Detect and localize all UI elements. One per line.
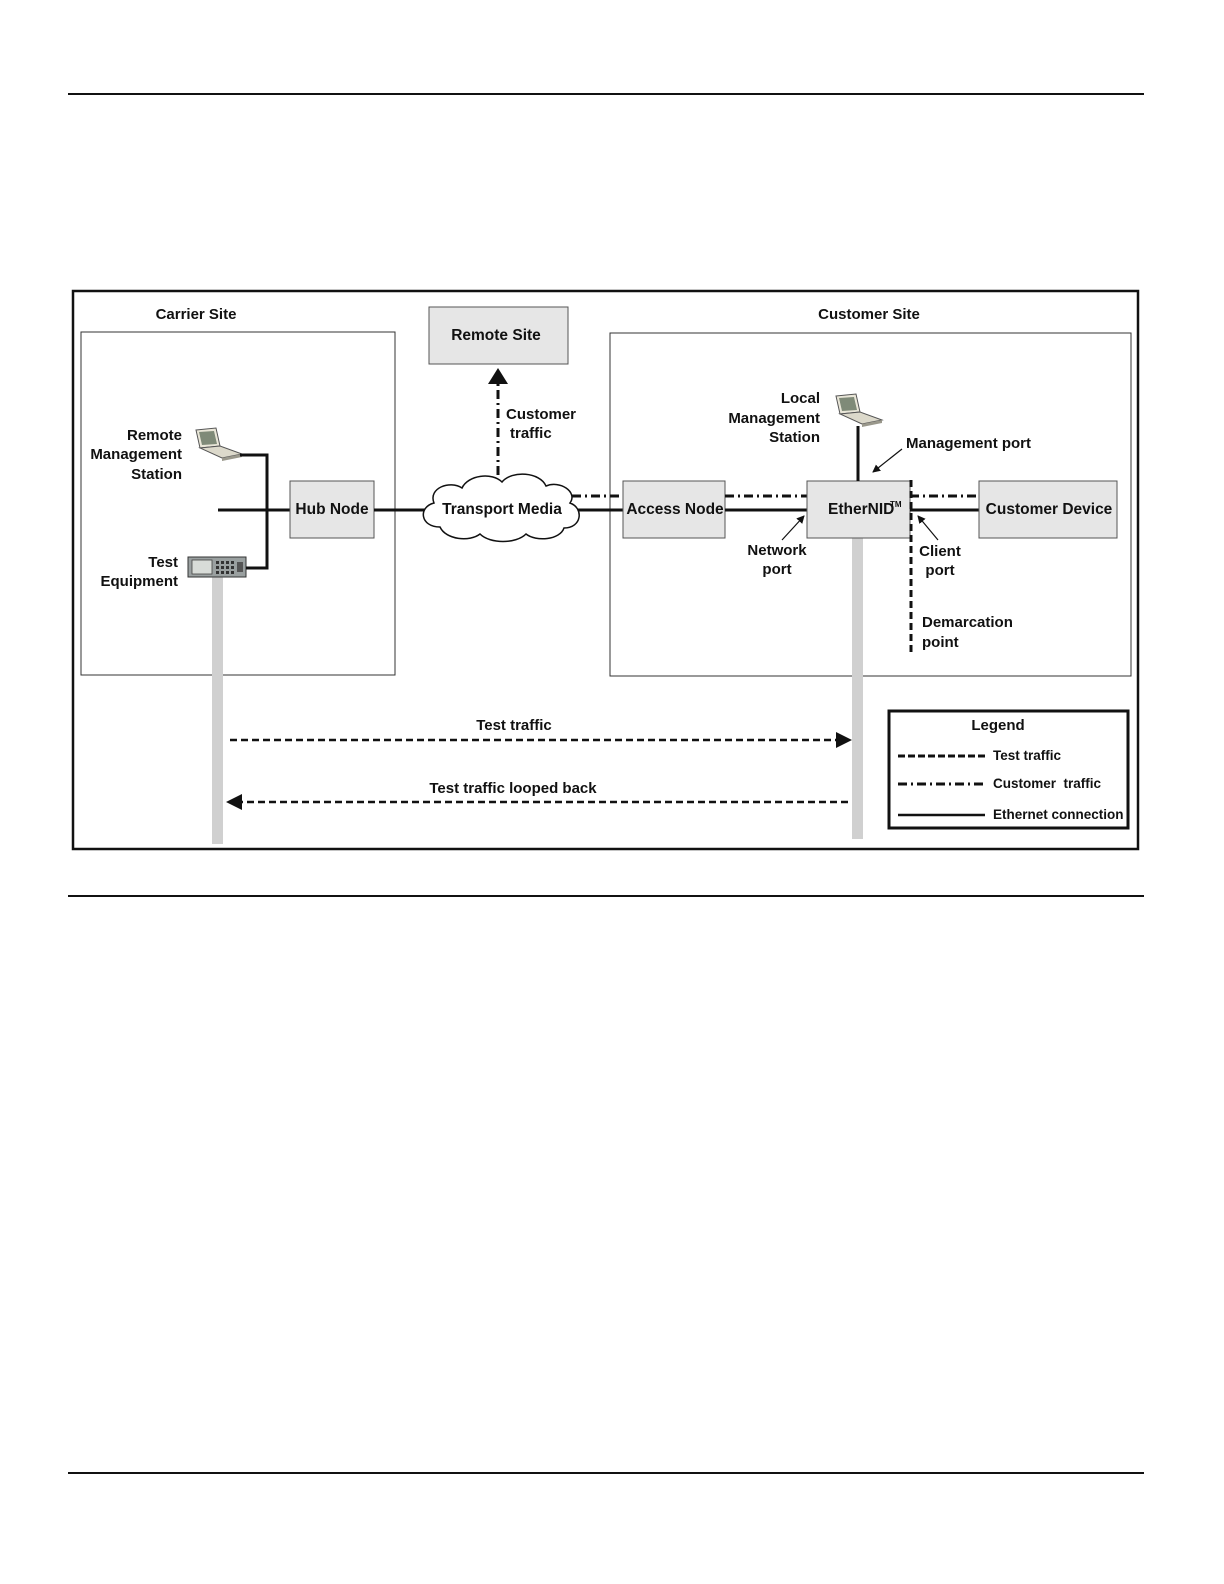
test-equipment-line1: Test (148, 554, 178, 571)
network-port-pointer (781, 515, 805, 541)
transport-media-label: Transport Media (442, 501, 562, 518)
client-port-line1: Client (919, 543, 961, 560)
transport-media-cloud (422, 473, 580, 543)
ethernid-traffic-bar (852, 538, 863, 839)
ethernid-trademark: TM (890, 500, 902, 509)
local-laptop-icon (835, 393, 884, 427)
test-traffic-looped-arrowhead (226, 794, 242, 810)
carrier-site-box (80, 331, 396, 676)
legend-ethernet-label: Ethernet connection (993, 807, 1124, 822)
client-port-pointer (917, 515, 939, 541)
legend-test-traffic-label: Test traffic (993, 748, 1062, 763)
remote-mgmt-line3: Station (131, 466, 182, 483)
legend-customer-traffic-label: Customer traffic (993, 776, 1102, 791)
top-rule (68, 93, 1144, 95)
legend-title: Legend (971, 717, 1024, 734)
middle-rule (68, 895, 1144, 897)
test-equipment-icon (187, 556, 247, 578)
customer-device-label: Customer Device (986, 501, 1113, 518)
management-port-pointer (872, 448, 903, 473)
ethernid-label: EtherNID (828, 501, 894, 518)
remote-laptop-icon (195, 427, 244, 461)
customer-site-title: Customer Site (818, 306, 920, 323)
remote-mgmt-line2: Management (90, 446, 182, 463)
customer-traffic-up-line2: traffic (510, 425, 552, 442)
test-equipment-line2: Equipment (101, 573, 179, 590)
test-traffic-arrowhead (836, 732, 852, 748)
remote-site-box (428, 306, 569, 365)
test-traffic-label: Test traffic (476, 717, 552, 734)
customer-site-box (609, 332, 1132, 677)
network-port-line2: port (762, 561, 791, 578)
customer-traffic-up-arrowhead (488, 368, 508, 384)
local-mgmt-line1: Local (781, 390, 820, 407)
management-port-label: Management port (906, 435, 1031, 452)
legend-box (887, 709, 1130, 830)
customer-device-box (978, 480, 1118, 539)
demarcation-point-line2: point (922, 634, 959, 651)
access-node-label: Access Node (626, 501, 724, 518)
network-port-line1: Network (747, 542, 807, 559)
remote-mgmt-line1: Remote (127, 427, 182, 444)
access-node-box (622, 480, 726, 539)
hub-node-label: Hub Node (295, 501, 369, 518)
local-mgmt-line2: Management (728, 410, 820, 427)
carrier-site-title: Carrier Site (156, 306, 237, 323)
test-traffic-looped-label: Test traffic looped back (429, 780, 597, 797)
client-port-line2: port (925, 562, 954, 579)
remote-site-label: Remote Site (451, 327, 541, 344)
bottom-rule (68, 1472, 1144, 1474)
test-equipment-traffic-bar (212, 574, 223, 844)
customer-traffic-up-line1: Customer (506, 406, 576, 423)
local-mgmt-line3: Station (769, 429, 820, 446)
hub-node-box (289, 480, 375, 539)
demarcation-point-line1: Demarcation (922, 614, 1013, 631)
